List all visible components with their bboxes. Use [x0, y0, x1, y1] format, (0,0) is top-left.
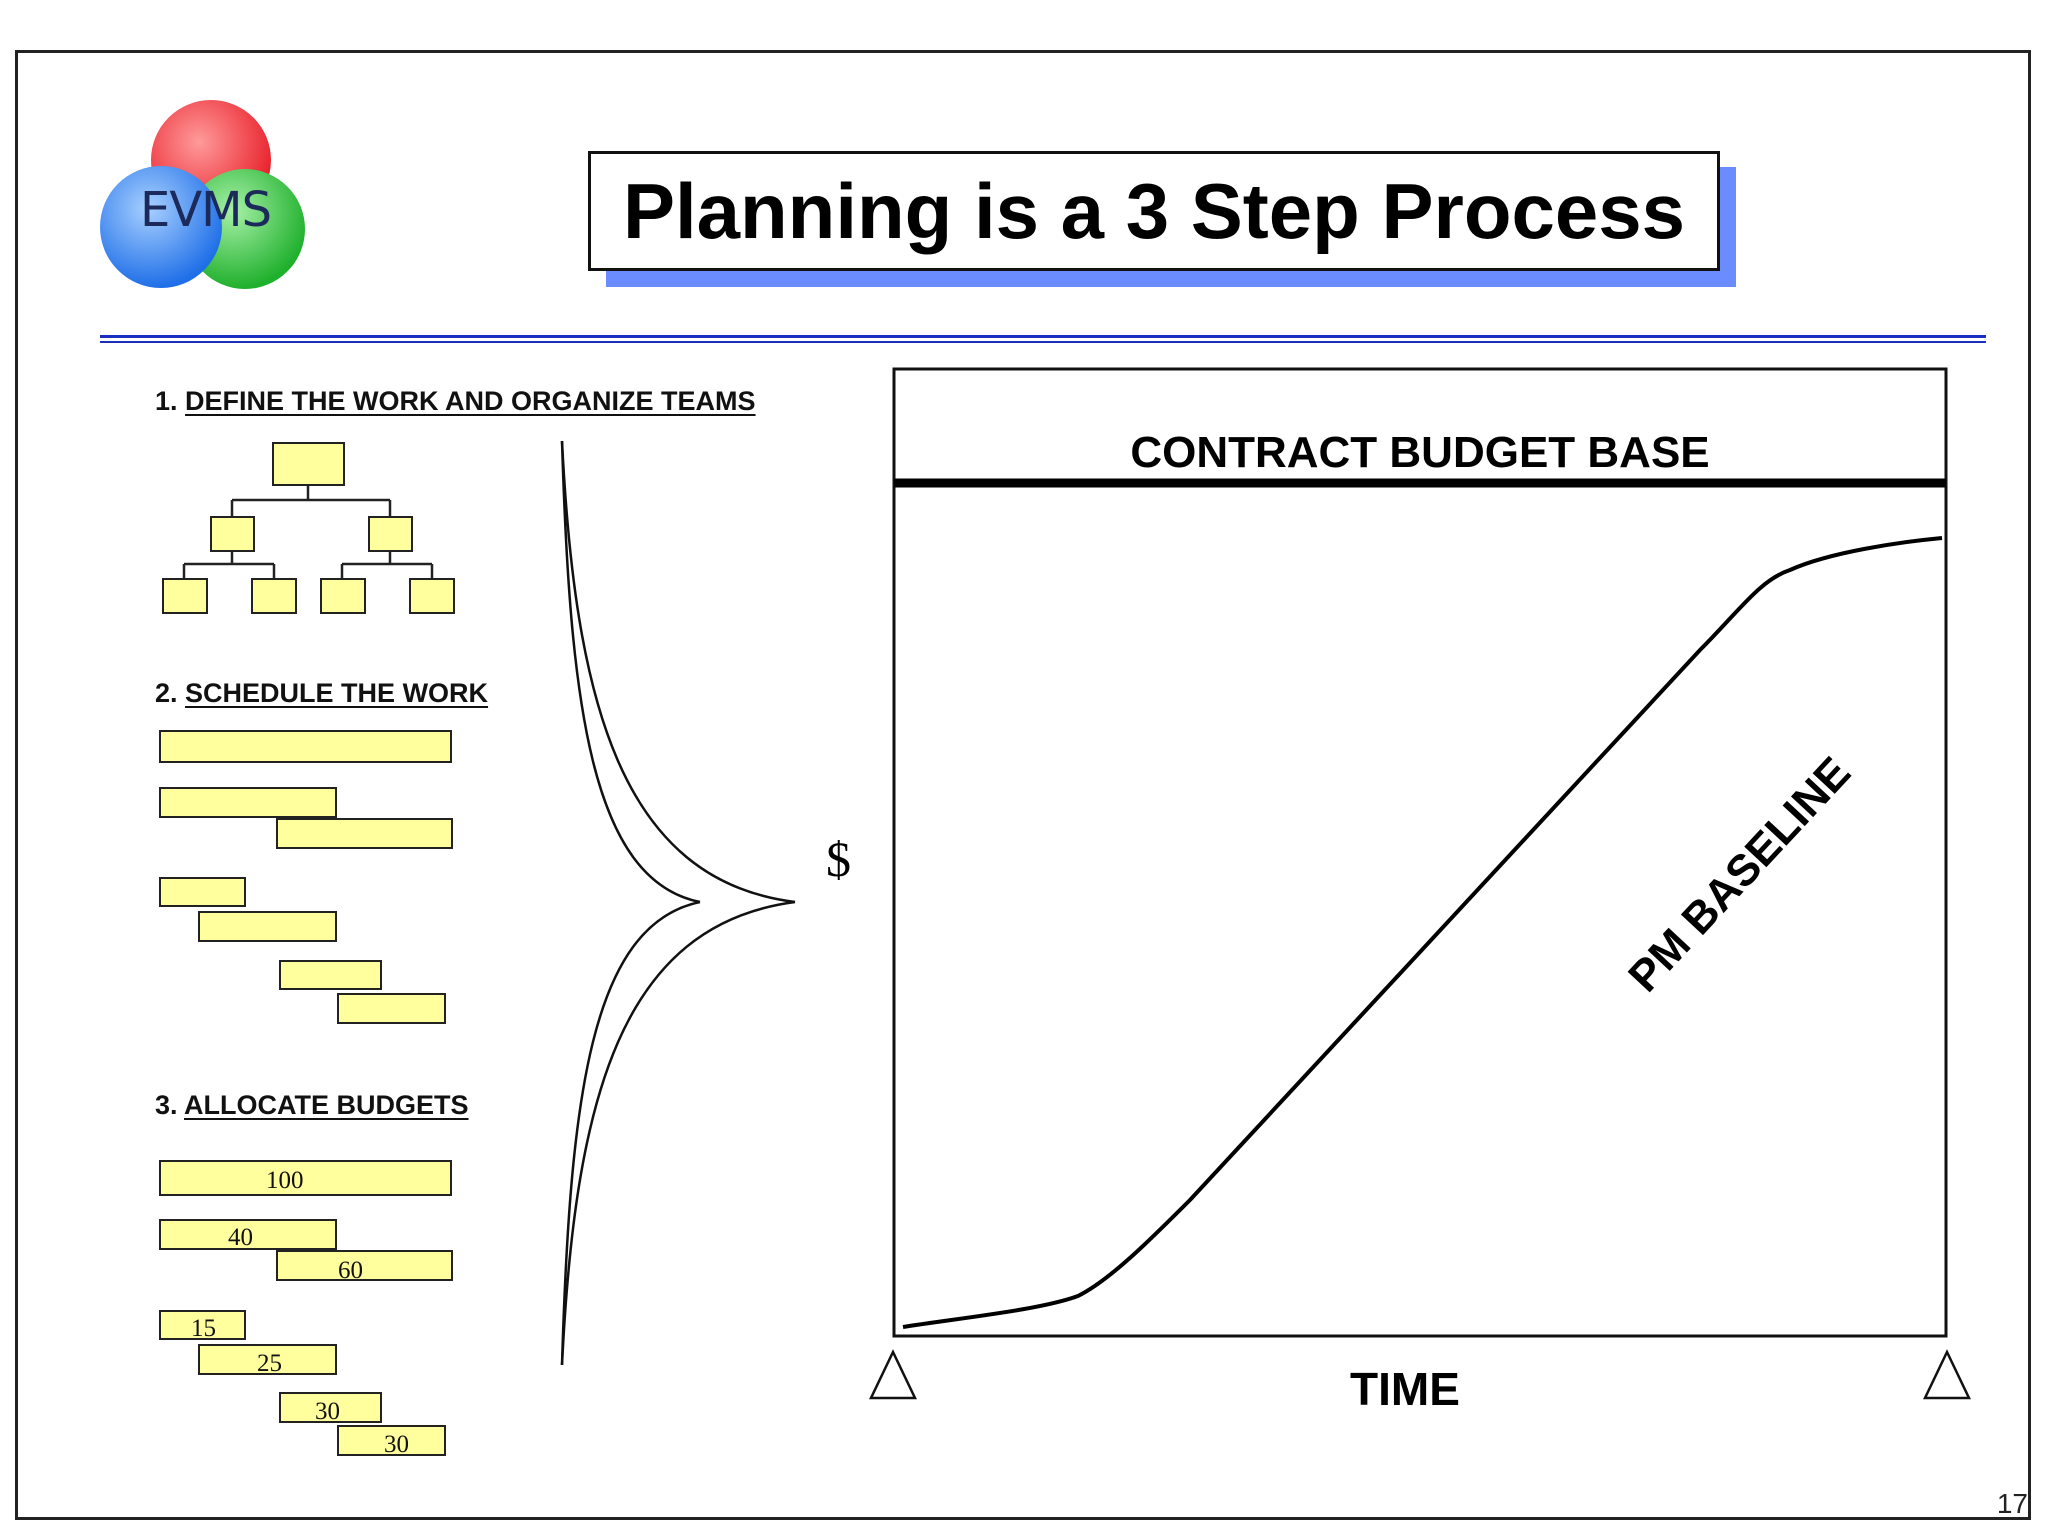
step-3-number: 3. [155, 1090, 178, 1120]
step-1-label: DEFINE THE WORK AND ORGANIZE TEAMS [185, 386, 756, 416]
budget-bar: 60 [276, 1250, 453, 1284]
budget-value: 60 [338, 1257, 363, 1284]
budget-value: 25 [257, 1350, 282, 1377]
budget-bar: 25 [198, 1344, 337, 1377]
divider-rule-top [100, 335, 1986, 338]
budget-bar: 100 [159, 1160, 452, 1196]
org-box-leaf [409, 578, 455, 614]
page-title: Planning is a 3 Step Process [622, 166, 1686, 255]
org-box-right [368, 516, 413, 552]
schedule-bar [159, 730, 452, 763]
schedule-bar [337, 993, 446, 1024]
title-box: Planning is a 3 Step Process [588, 151, 1720, 271]
chart-heading: CONTRACT BUDGET BASE [1130, 428, 1710, 477]
schedule-bar [198, 911, 337, 942]
page-frame [15, 50, 2031, 1520]
schedule-bar [159, 787, 337, 818]
budget-value: 40 [228, 1224, 253, 1251]
step-3-label: ALLOCATE BUDGETS [184, 1090, 469, 1120]
org-box-left [210, 516, 255, 552]
budget-bar: 30 [337, 1425, 446, 1458]
page-number: 17 [1996, 1488, 2028, 1519]
budget-bar: 30 [279, 1392, 382, 1425]
org-box-leaf [162, 578, 208, 614]
schedule-bar [159, 877, 246, 907]
budget-value: 30 [384, 1431, 409, 1458]
step-1-heading: 1. DEFINE THE WORK AND ORGANIZE TEAMS [155, 386, 756, 417]
step-2-label: SCHEDULE THE WORK [185, 678, 489, 708]
schedule-bar [279, 960, 382, 990]
schedule-bar [276, 818, 453, 849]
step-1-number: 1. [155, 386, 178, 416]
logo-text: EVMS [140, 182, 272, 238]
step-3-heading: 3. ALLOCATE BUDGETS [155, 1090, 469, 1121]
step-2-number: 2. [155, 678, 178, 708]
y-axis-symbol: $ [826, 831, 851, 887]
budget-bar: 15 [159, 1310, 246, 1342]
org-box-leaf [251, 578, 297, 614]
divider-rule-bottom [100, 341, 1986, 343]
budget-value: 30 [315, 1398, 340, 1425]
budget-value: 100 [266, 1167, 304, 1194]
budget-bar: 40 [159, 1219, 337, 1250]
org-box-root [272, 442, 345, 486]
org-box-leaf [320, 578, 366, 614]
x-axis-label: TIME [1350, 1363, 1460, 1415]
step-2-heading: 2. SCHEDULE THE WORK [155, 678, 488, 709]
budget-value: 15 [191, 1315, 216, 1342]
